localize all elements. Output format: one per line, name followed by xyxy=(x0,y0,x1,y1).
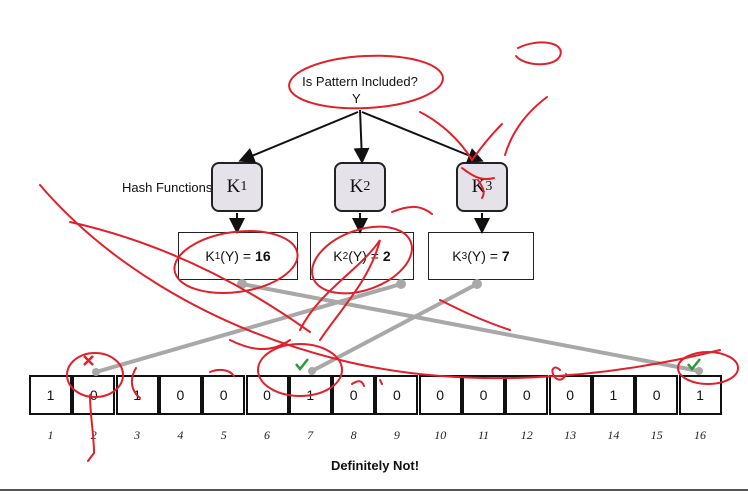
connector-k2-bit2 xyxy=(95,282,402,374)
result-prefix: K xyxy=(205,248,215,264)
connector-k1-bit16 xyxy=(241,282,700,373)
connector-dot xyxy=(92,368,100,376)
result-prefix: K xyxy=(452,248,462,264)
bit-cell: 0 xyxy=(635,375,679,415)
result-prefix: K xyxy=(333,248,343,264)
bit-cell: 0 xyxy=(462,375,505,415)
input-label: Y xyxy=(352,91,361,106)
bit-index: 14 xyxy=(607,428,620,442)
result-sub: 3 xyxy=(461,250,468,262)
hash-sub: 2 xyxy=(363,179,371,194)
bit-cell: 0 xyxy=(418,375,462,415)
hash-sub: 3 xyxy=(485,179,493,194)
bit-index: 10 xyxy=(434,428,447,442)
arrow-to-k3 xyxy=(361,111,484,163)
result-value: 7 xyxy=(501,248,510,264)
hash-sub: 1 xyxy=(240,179,248,194)
handwritten-annotations xyxy=(39,41,739,462)
bit-index: 6 xyxy=(264,428,270,442)
hash-name: K xyxy=(471,176,486,197)
bit-index: 3 xyxy=(134,428,141,442)
bit-index: 1 xyxy=(47,428,54,442)
result-value: 2 xyxy=(382,248,391,264)
question-label: Is Pattern Included? xyxy=(302,74,418,89)
bit-cell: 1 xyxy=(591,375,635,415)
bit-index: 7 xyxy=(307,428,314,442)
connector-dot xyxy=(695,367,703,375)
bit-cell: 0 xyxy=(332,375,376,415)
bit-cell: 0 xyxy=(505,375,549,415)
bit-cell: 1 xyxy=(29,375,72,415)
connector-k3-bit7 xyxy=(311,282,478,373)
hash-functions-label: Hash Functions xyxy=(122,180,213,195)
bit-cell: 0 xyxy=(245,375,289,415)
bit-index: 5 xyxy=(220,428,227,442)
bit-index: 4 xyxy=(177,428,184,442)
bit-index: 11 xyxy=(477,428,490,442)
bit-cell: 0 xyxy=(375,375,419,415)
bit-cell: 1 xyxy=(678,375,722,415)
bit-cell: 0 xyxy=(202,375,246,415)
result-value: 16 xyxy=(255,248,271,264)
bit-index: 12 xyxy=(520,428,533,442)
cross-mark xyxy=(83,355,94,366)
bit-cell: 0 xyxy=(158,375,202,415)
bit-index: 8 xyxy=(350,428,357,442)
hash-name: K xyxy=(226,176,241,197)
connector-dot xyxy=(308,367,316,375)
conclusion-label: Definitely Not! xyxy=(330,458,420,473)
bit-index: 9 xyxy=(393,428,400,442)
result-mid: (Y) = xyxy=(467,248,498,264)
arrow-to-k2 xyxy=(353,109,370,164)
bit-index: 15 xyxy=(650,428,663,442)
result-sub: 2 xyxy=(342,250,349,262)
check-mark xyxy=(295,358,309,372)
check-mark xyxy=(687,358,701,372)
bit-index: 13 xyxy=(564,428,577,442)
bit-index: 16 xyxy=(694,428,706,442)
connector-dot xyxy=(472,279,482,289)
result-mid: (Y) = xyxy=(220,248,252,264)
result-sub: 1 xyxy=(214,250,221,262)
arrow-to-k1 xyxy=(238,111,359,163)
hash-name: K xyxy=(349,176,364,197)
connector-dot xyxy=(396,279,406,289)
bottom-divider xyxy=(0,489,748,491)
